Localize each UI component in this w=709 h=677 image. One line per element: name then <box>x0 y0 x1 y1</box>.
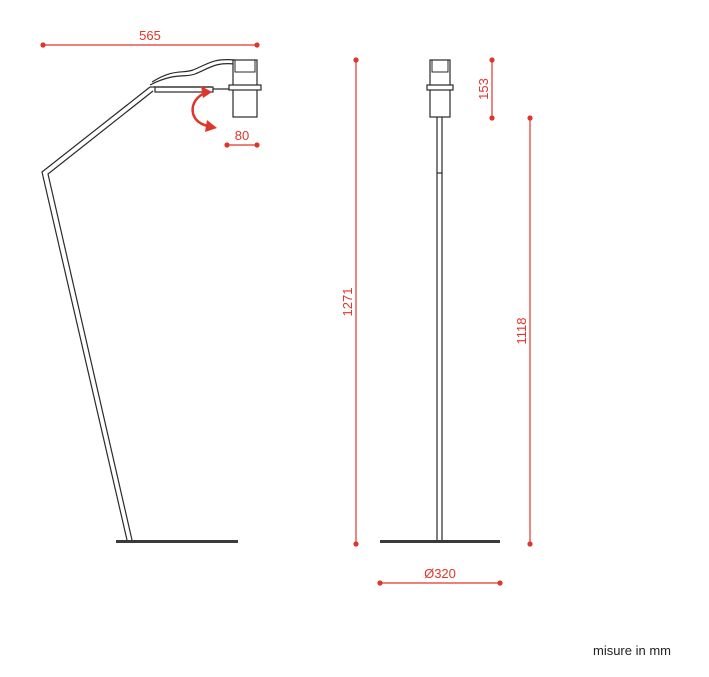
dim-total-height-label: 1271 <box>340 288 355 317</box>
dim-arm-reach-label: 565 <box>139 28 161 43</box>
dim-arm-reach: 565 <box>40 28 260 48</box>
dim-base-diameter: Ø320 <box>377 566 503 586</box>
side-leg <box>41 86 151 541</box>
rotation-arrow <box>191 86 217 132</box>
side-shade-ring <box>228 84 262 91</box>
dim-base-diameter-label: Ø320 <box>424 566 456 581</box>
side-cable <box>149 63 236 86</box>
dim-shade-height-label: 153 <box>476 78 491 100</box>
side-shade-cap <box>234 59 256 73</box>
dim-stem-height-label: 1118 <box>514 318 529 345</box>
units-note: misure in mm <box>592 643 671 658</box>
dim-shade-height: 153 <box>476 57 495 121</box>
front-base <box>380 540 500 543</box>
dim-shade-width: 80 <box>224 128 260 148</box>
side-view-lamp <box>41 59 262 543</box>
side-leg-inner <box>47 90 154 541</box>
dim-stem-height: 1118 <box>514 115 533 547</box>
dim-shade-width-label: 80 <box>235 128 249 143</box>
front-view-lamp <box>380 59 500 543</box>
side-cable-2 <box>151 59 236 83</box>
side-base <box>116 540 238 543</box>
front-shade-ring <box>426 84 454 91</box>
dim-total-height: 1271 <box>340 57 359 547</box>
front-shade-cap <box>431 59 449 73</box>
